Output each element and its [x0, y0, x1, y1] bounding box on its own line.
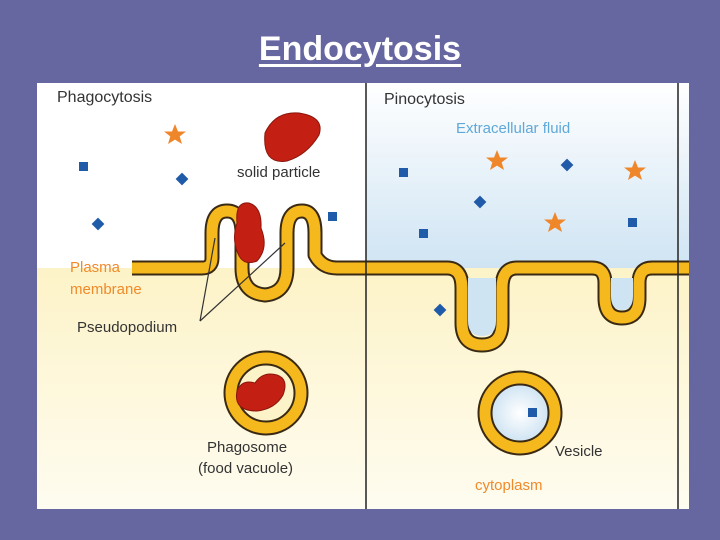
slide-title: Endocytosis: [258, 30, 462, 68]
solid-particle: [264, 112, 321, 162]
pinocytosis-heading: Pinocytosis: [384, 91, 465, 108]
phagosome-label-line2: (food vacuole): [198, 460, 293, 477]
phagocytosis-heading: Phagocytosis: [57, 89, 152, 106]
molecule-square: [419, 229, 428, 238]
pseudopodium-pointer: [199, 237, 216, 322]
solid-particle-label: solid particle: [237, 164, 320, 181]
molecule-square: [79, 162, 88, 171]
endocytosis-diagram: Phagocytosis Pinocytosis Extracellular f…: [37, 83, 689, 509]
molecule-square: [399, 168, 408, 177]
phagosome-particle: [235, 373, 286, 412]
molecule-square: [328, 212, 337, 221]
molecule-diamond: [91, 217, 105, 231]
plasma-membrane-label-line2: membrane: [70, 281, 142, 298]
ingested-particle: [234, 202, 265, 264]
cytoplasm-label: cytoplasm: [475, 477, 543, 494]
pinocytosis-pocket-2: [611, 278, 633, 310]
pseudopodium-pointer: [199, 242, 286, 322]
pinocytosis-pocket-1: [468, 278, 496, 336]
pseudopodium-label: Pseudopodium: [77, 319, 177, 336]
molecule-square: [628, 218, 637, 227]
plasma-membrane-label-line1: Plasma: [70, 259, 121, 276]
extracellular-fluid-label: Extracellular fluid: [456, 120, 570, 137]
phagosome-label-line1: Phagosome: [207, 439, 287, 456]
vesicle-label: Vesicle: [555, 443, 603, 460]
molecule-diamond: [175, 172, 189, 186]
molecule-diamond: [433, 303, 447, 317]
vesicle-molecule: [528, 408, 537, 417]
molecule-diamond: [473, 195, 487, 209]
cytoplasm-region: [37, 268, 689, 509]
